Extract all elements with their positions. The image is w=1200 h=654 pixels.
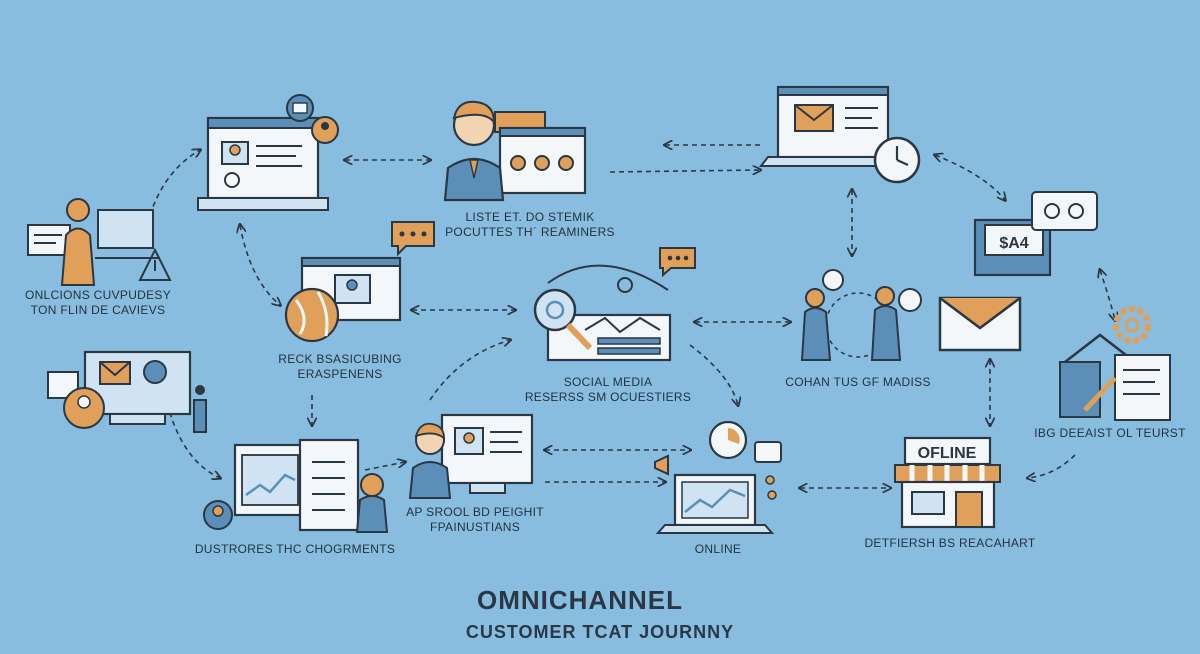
research-label-line1: RECK BSASICUBING [278, 352, 402, 366]
top-person-label-line2: POCUTTES TH´ REAMINERS [445, 225, 615, 239]
top-person-node [443, 100, 587, 202]
bottom-person-label-line1: AP SROOL BD PEIGHIT [406, 505, 544, 519]
left-device-node [47, 350, 207, 433]
store-sign-text: OFLINE [918, 445, 977, 462]
research-label-line2: ERASPENENS [297, 367, 383, 381]
magnifier-icon [533, 288, 577, 332]
left-person-label: ONLCIONS CUVPUDESY TON FLIN DE CAVIEVS [25, 288, 171, 318]
offline-store-label-line1: DETFIERSH BS REACAHART [864, 536, 1036, 550]
arrow-monitor-down [240, 225, 280, 305]
left-person-label-line1: ONLCIONS CUVPUDESY [24, 288, 172, 302]
bottom-person-node [408, 413, 534, 499]
arrow-right-to-store [1028, 454, 1076, 478]
right-person-label: IBG DEEAIST OL TEURST [1034, 426, 1185, 441]
right-person-node [1059, 306, 1171, 421]
online-label-line1: ONLINE [694, 542, 742, 556]
arrow-right-up [1100, 270, 1115, 320]
analytics-node [203, 438, 389, 533]
envelope-node [938, 296, 1022, 352]
diagram-title: OMNICHANNEL [477, 585, 683, 615]
research-node [284, 221, 435, 343]
gear-icon [1113, 306, 1151, 344]
left-person-label-line2: TON FLIN DE CAVIEVS [30, 303, 166, 317]
conversation-label: COHAN TUS GF MADISS [785, 375, 931, 390]
top-monitor-node [197, 94, 339, 211]
online-laptop-node [654, 420, 782, 534]
globe-icon [284, 287, 340, 343]
price-tag-text: $A4 [999, 235, 1028, 252]
house-icon [1064, 333, 1136, 363]
right-person-label-line1: IBG DEEAIST OL TEURST [1034, 426, 1186, 440]
arrow-social-down-right [689, 344, 738, 405]
top-person-label-line1: LISTE ET. DO STEMIK [465, 210, 595, 224]
diagram-subtitle: CUSTOMER TCAT JOURNNY [465, 622, 735, 642]
online-label: ONLINE [695, 542, 741, 557]
target-icon [224, 172, 240, 188]
arrow-analytics-to-person [364, 462, 405, 471]
speech-icon [898, 288, 922, 312]
social-media-node [533, 247, 696, 362]
social-media-label-line1: SOCIAL MEDIA [563, 375, 653, 389]
conversation-node [800, 269, 922, 361]
globe-small-icon [143, 360, 167, 384]
arrow-person-to-laptop [609, 170, 760, 172]
price-node: $A4 [973, 191, 1098, 277]
bottom-person-label: AP SROOL BD PEIGHIT FPAINUSTIANS [406, 505, 544, 535]
warning-icon [138, 247, 172, 281]
bottom-left-label-line1: DUSTRORES THC CHOGRMENTS [194, 542, 396, 556]
chat-bubble-icon [391, 221, 435, 257]
top-person-label: LISTE ET. DO STEMIK POCUTTES TH´ REAMINE… [445, 210, 615, 240]
research-label: RECK BSASICUBING ERASPENENS [278, 352, 402, 382]
megaphone-icon [654, 454, 669, 476]
top-laptop-node [758, 85, 921, 184]
arrow-left-to-top-monitor [149, 150, 200, 216]
offline-store-label: DETFIERSH BS REACAHART [864, 536, 1035, 551]
chat-small-icon [754, 441, 782, 463]
left-person-node [27, 198, 172, 286]
arrow-laptop-to-envelope [935, 155, 1005, 200]
arrow-social-down-left [429, 340, 510, 401]
social-media-label: SOCIAL MEDIA RESERSS SM OCUESTIERS [525, 375, 691, 405]
speech-icon [822, 269, 844, 291]
offline-store-node: OFLINE [894, 436, 1001, 529]
conversation-label-line1: COHAN TUS GF MADISS [785, 375, 931, 389]
bottom-person-label-line2: FPAINUSTIANS [429, 520, 521, 534]
bottom-left-label: DUSTRORES THC CHOGRMENTS [195, 542, 395, 557]
social-media-label-line2: RESERSS SM OCUESTIERS [524, 390, 692, 404]
